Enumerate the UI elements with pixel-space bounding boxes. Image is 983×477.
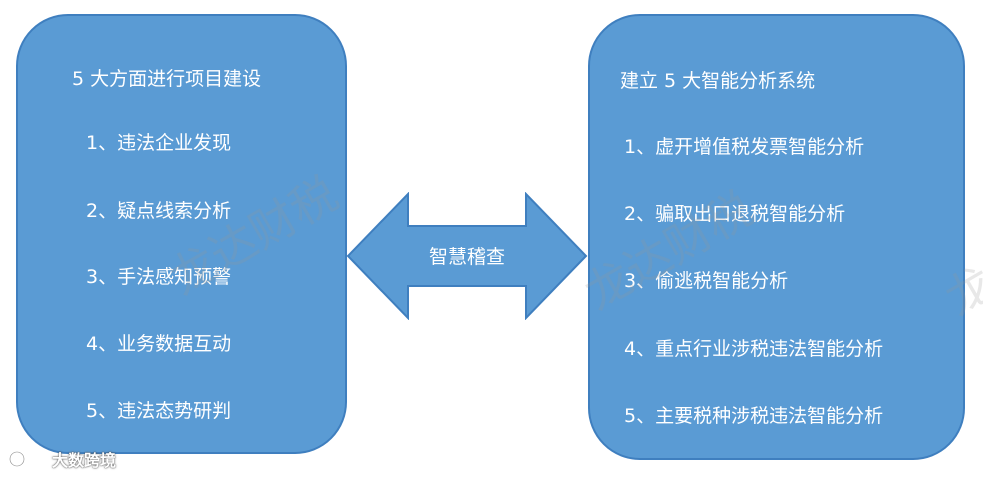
right-box: 建立 5 大智能分析系统 1、虚开增值税发票智能分析 2、骗取出口退税智能分析 … xyxy=(588,14,965,460)
double-arrow-shape xyxy=(346,192,588,320)
left-box-item-5: 5、违法态势研判 xyxy=(86,400,232,422)
right-box-item-4: 4、重点行业涉税违法智能分析 xyxy=(624,338,884,360)
right-box-item-5: 5、主要税种涉税违法智能分析 xyxy=(624,405,884,427)
left-box-item-3: 3、手法感知预警 xyxy=(86,266,232,288)
left-box-item-4: 4、业务数据互动 xyxy=(86,333,232,355)
right-box-title: 建立 5 大智能分析系统 xyxy=(620,70,816,92)
corner-logo: 大数跨境 xyxy=(8,448,116,470)
left-box-title: 5 大方面进行项目建设 xyxy=(72,68,262,90)
left-box-item-2: 2、疑点线索分析 xyxy=(86,200,232,222)
right-box-item-1: 1、虚开增值税发票智能分析 xyxy=(624,136,865,158)
left-box-item-1: 1、违法企业发现 xyxy=(86,132,232,154)
left-box: 5 大方面进行项目建设 1、违法企业发现 2、疑点线索分析 3、手法感知预警 4… xyxy=(16,14,347,454)
right-box-item-2: 2、骗取出口退税智能分析 xyxy=(624,203,846,225)
double-arrow: 智慧稽查 xyxy=(346,192,588,320)
chat-bubble-logo-icon xyxy=(8,450,37,468)
corner-logo-text: 大数跨境 xyxy=(52,451,117,470)
right-box-item-3: 3、偷逃税智能分析 xyxy=(624,270,789,292)
arrow-label: 智慧稽查 xyxy=(428,246,505,268)
